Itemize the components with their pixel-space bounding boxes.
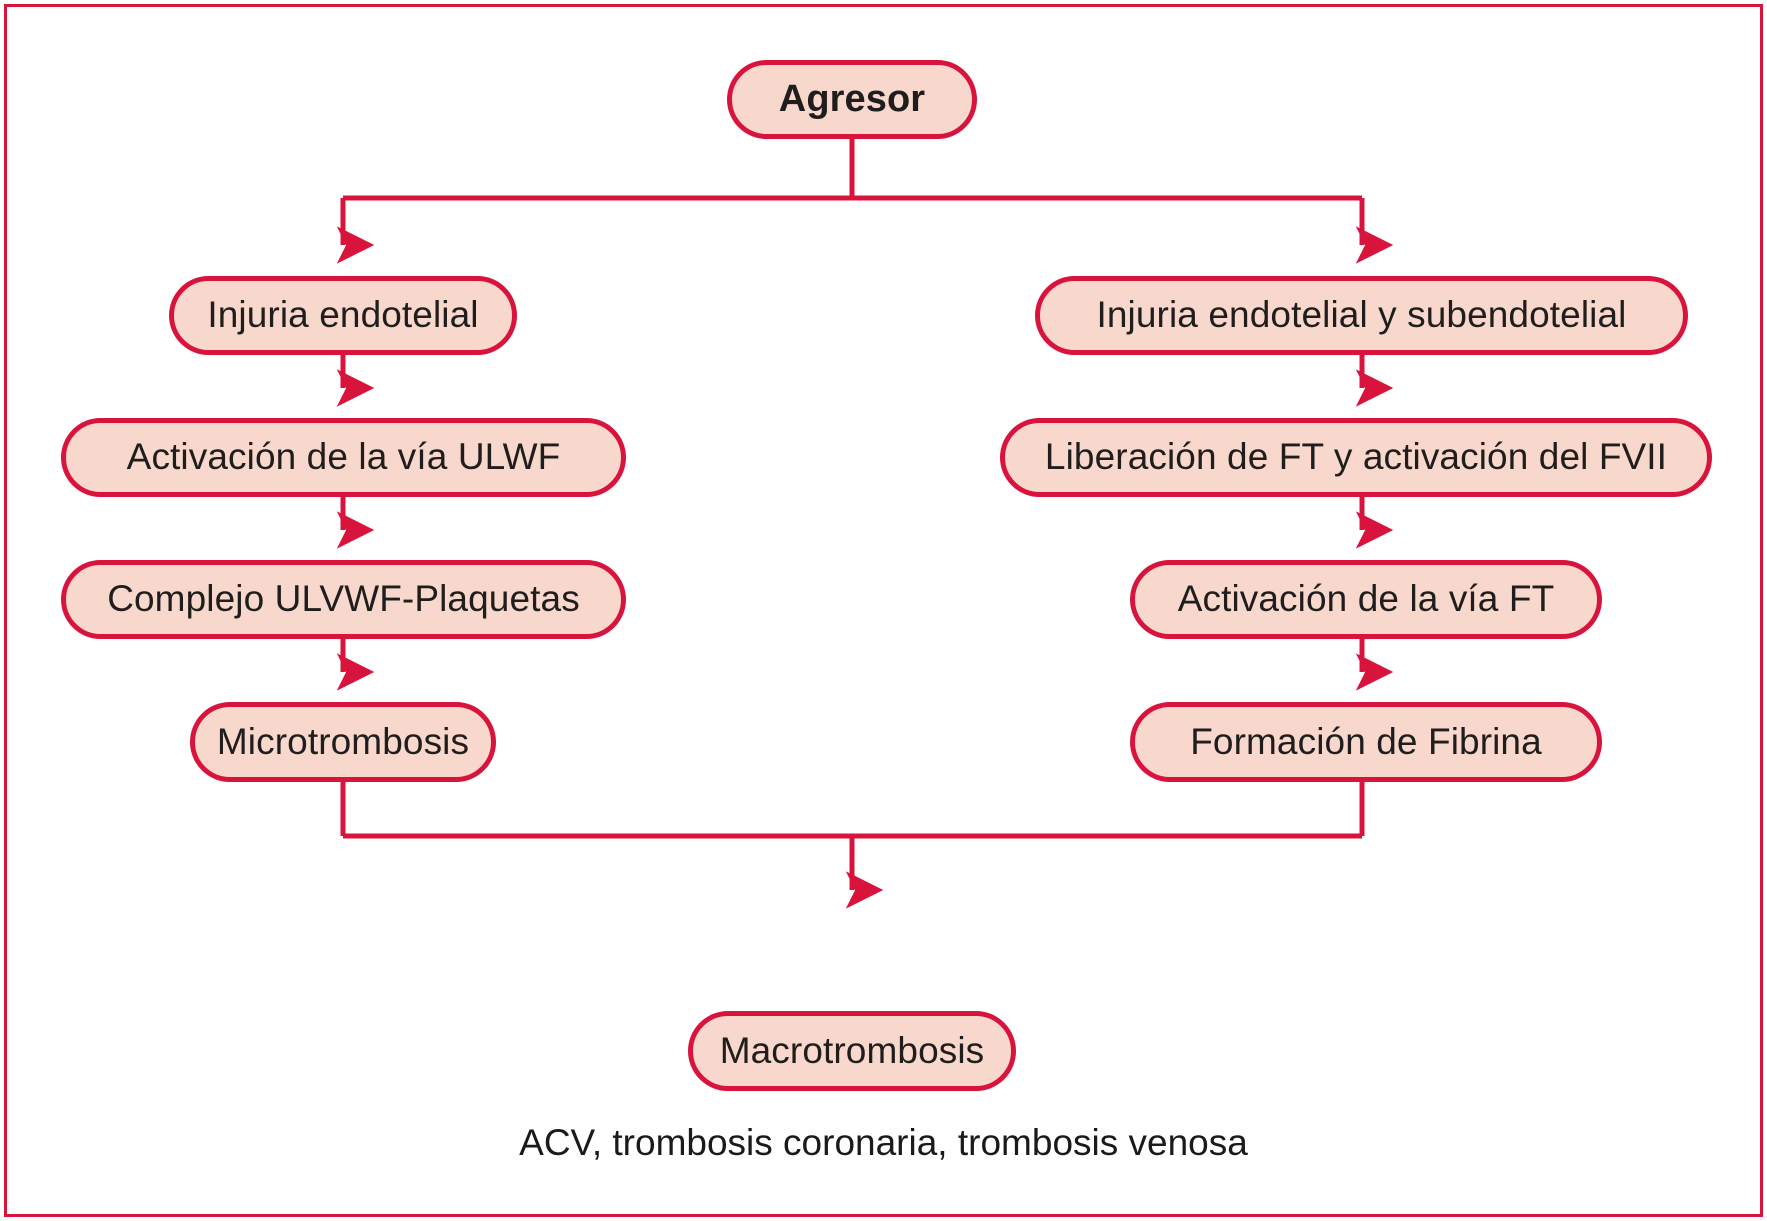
node-microtrombosis[interactable]: Microtrombosis — [190, 702, 496, 782]
node-injuria-endotelial[interactable]: Injuria endotelial — [169, 276, 517, 355]
node-injuria-endotelial-subendotelial[interactable]: Injuria endotelial y subendotelial — [1035, 276, 1688, 355]
node-agresor[interactable]: Agresor — [727, 60, 977, 139]
connector-left-3-4-helper — [343, 639, 643, 672]
node-microtrombosis-label: Microtrombosis — [216, 720, 470, 762]
node-formacion-fibrina-label: Formación de Fibrina — [1190, 720, 1542, 762]
node-liberacion-ft-activacion-fvii[interactable]: Liberación de FT y activación del FVII — [1000, 418, 1712, 497]
node-activacion-via-ft-label: Activación de la vía FT — [1177, 578, 1555, 620]
node-macrotrombosis[interactable]: Macrotrombosis — [688, 1011, 1016, 1091]
node-liberacion-ft-activacion-fvii-label: Liberación de FT y activación del FVII — [1044, 436, 1668, 478]
node-injuria-endotelial-subendotelial-label: Injuria endotelial y subendotelial — [1096, 294, 1627, 336]
node-activacion-via-ulwf[interactable]: Activación de la vía ULWF — [61, 418, 626, 497]
node-activacion-via-ft[interactable]: Activación de la vía FT — [1130, 560, 1602, 639]
node-complejo-ulvwf-plaquetas-label: Complejo ULVWF-Plaquetas — [107, 578, 580, 620]
node-injuria-endotelial-label: Injuria endotelial — [207, 294, 479, 336]
node-macrotrombosis-label: Macrotrombosis — [719, 1029, 985, 1071]
node-formacion-fibrina[interactable]: Formación de Fibrina — [1130, 702, 1602, 782]
node-activacion-via-ulwf-label: Activación de la vía ULWF — [126, 436, 561, 478]
node-complejo-ulvwf-plaquetas[interactable]: Complejo ULVWF-Plaquetas — [61, 560, 626, 639]
figure-caption: ACV, trombosis coronaria, trombosis veno… — [519, 1122, 1248, 1163]
node-agresor-label: Agresor — [778, 77, 926, 120]
